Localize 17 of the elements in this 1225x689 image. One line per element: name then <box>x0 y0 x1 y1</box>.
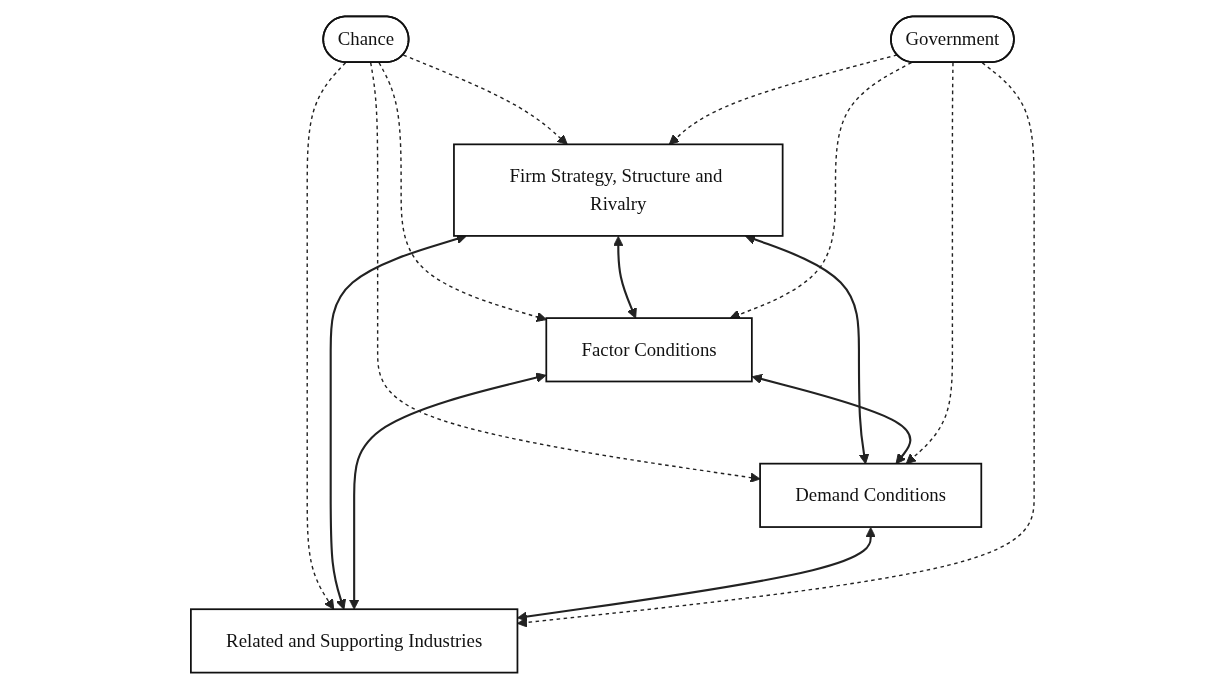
arrow <box>668 54 898 145</box>
arrow <box>370 62 761 483</box>
arrow <box>517 62 1035 628</box>
arrow <box>349 372 547 610</box>
node-box: Demand Conditions <box>759 462 983 528</box>
node-box: Related and Supporting Industries <box>190 608 519 674</box>
arrow <box>751 374 912 465</box>
arrow <box>402 54 568 145</box>
node-box: Firm Strategy, Structure and Rivalry <box>453 143 784 237</box>
node-box: Factor Conditions <box>545 317 753 383</box>
arrow <box>306 62 347 610</box>
arrow <box>905 62 954 465</box>
arrow <box>517 527 876 622</box>
arrow <box>729 61 913 320</box>
arrow <box>378 62 547 322</box>
arrow <box>745 234 870 465</box>
arrow <box>613 235 637 319</box>
